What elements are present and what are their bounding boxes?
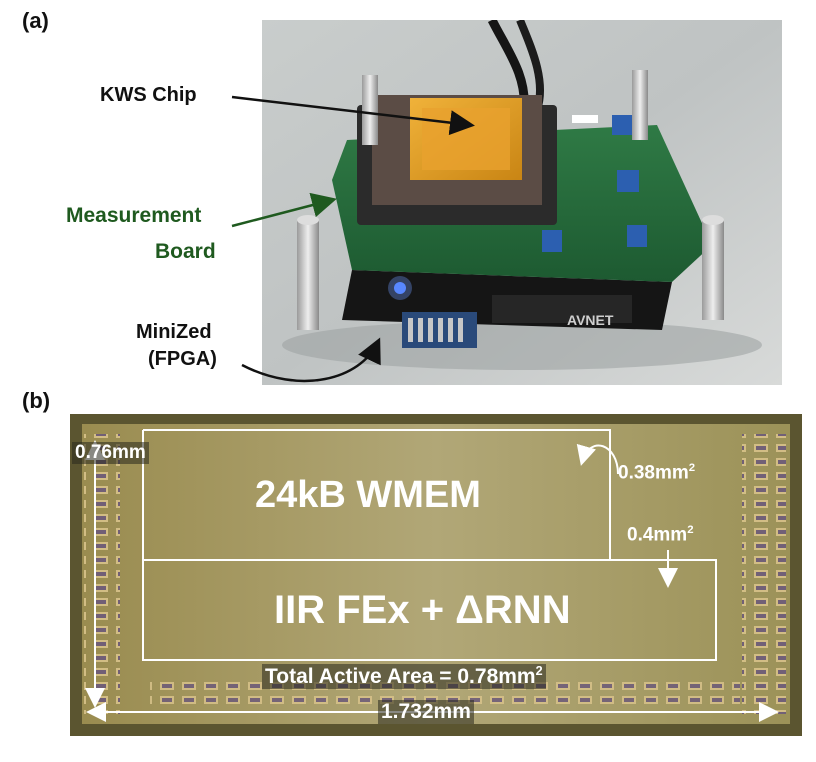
callout-arrows — [231, 95, 475, 383]
width-dimension-label: 1.732mm — [378, 700, 474, 724]
minized-arrow — [241, 337, 381, 383]
minized-callout-line1: MiniZed — [136, 321, 212, 343]
total-area-label: Total Active Area = 0.78mm2 — [262, 664, 546, 689]
wmem-area-label: 0.38mm2 — [618, 462, 696, 484]
avnet-logo: AVNET — [567, 312, 614, 328]
height-dimension-label: 0.76mm — [72, 442, 149, 464]
panel-a-label: (a) — [22, 8, 49, 33]
measurement-board-callout-line1: Measurement — [66, 204, 202, 227]
wmem-block-label: 24kB WMEM — [255, 474, 481, 516]
kws-chip-callout: KWS Chip — [100, 84, 197, 106]
fex-rnn-block-label: IIR FEx + ΔRNN — [274, 588, 571, 632]
minized-callout-line2: (FPGA) — [148, 348, 217, 370]
panel-b-label: (b) — [22, 388, 51, 413]
fex-area-label: 0.4mm2 — [627, 524, 694, 546]
measurement-board-arrow — [231, 192, 337, 228]
measurement-board-callout-line2: Board — [155, 240, 216, 263]
kws-chip-arrow — [231, 95, 475, 136]
measurement-setup-photo: AVNET — [262, 20, 782, 385]
